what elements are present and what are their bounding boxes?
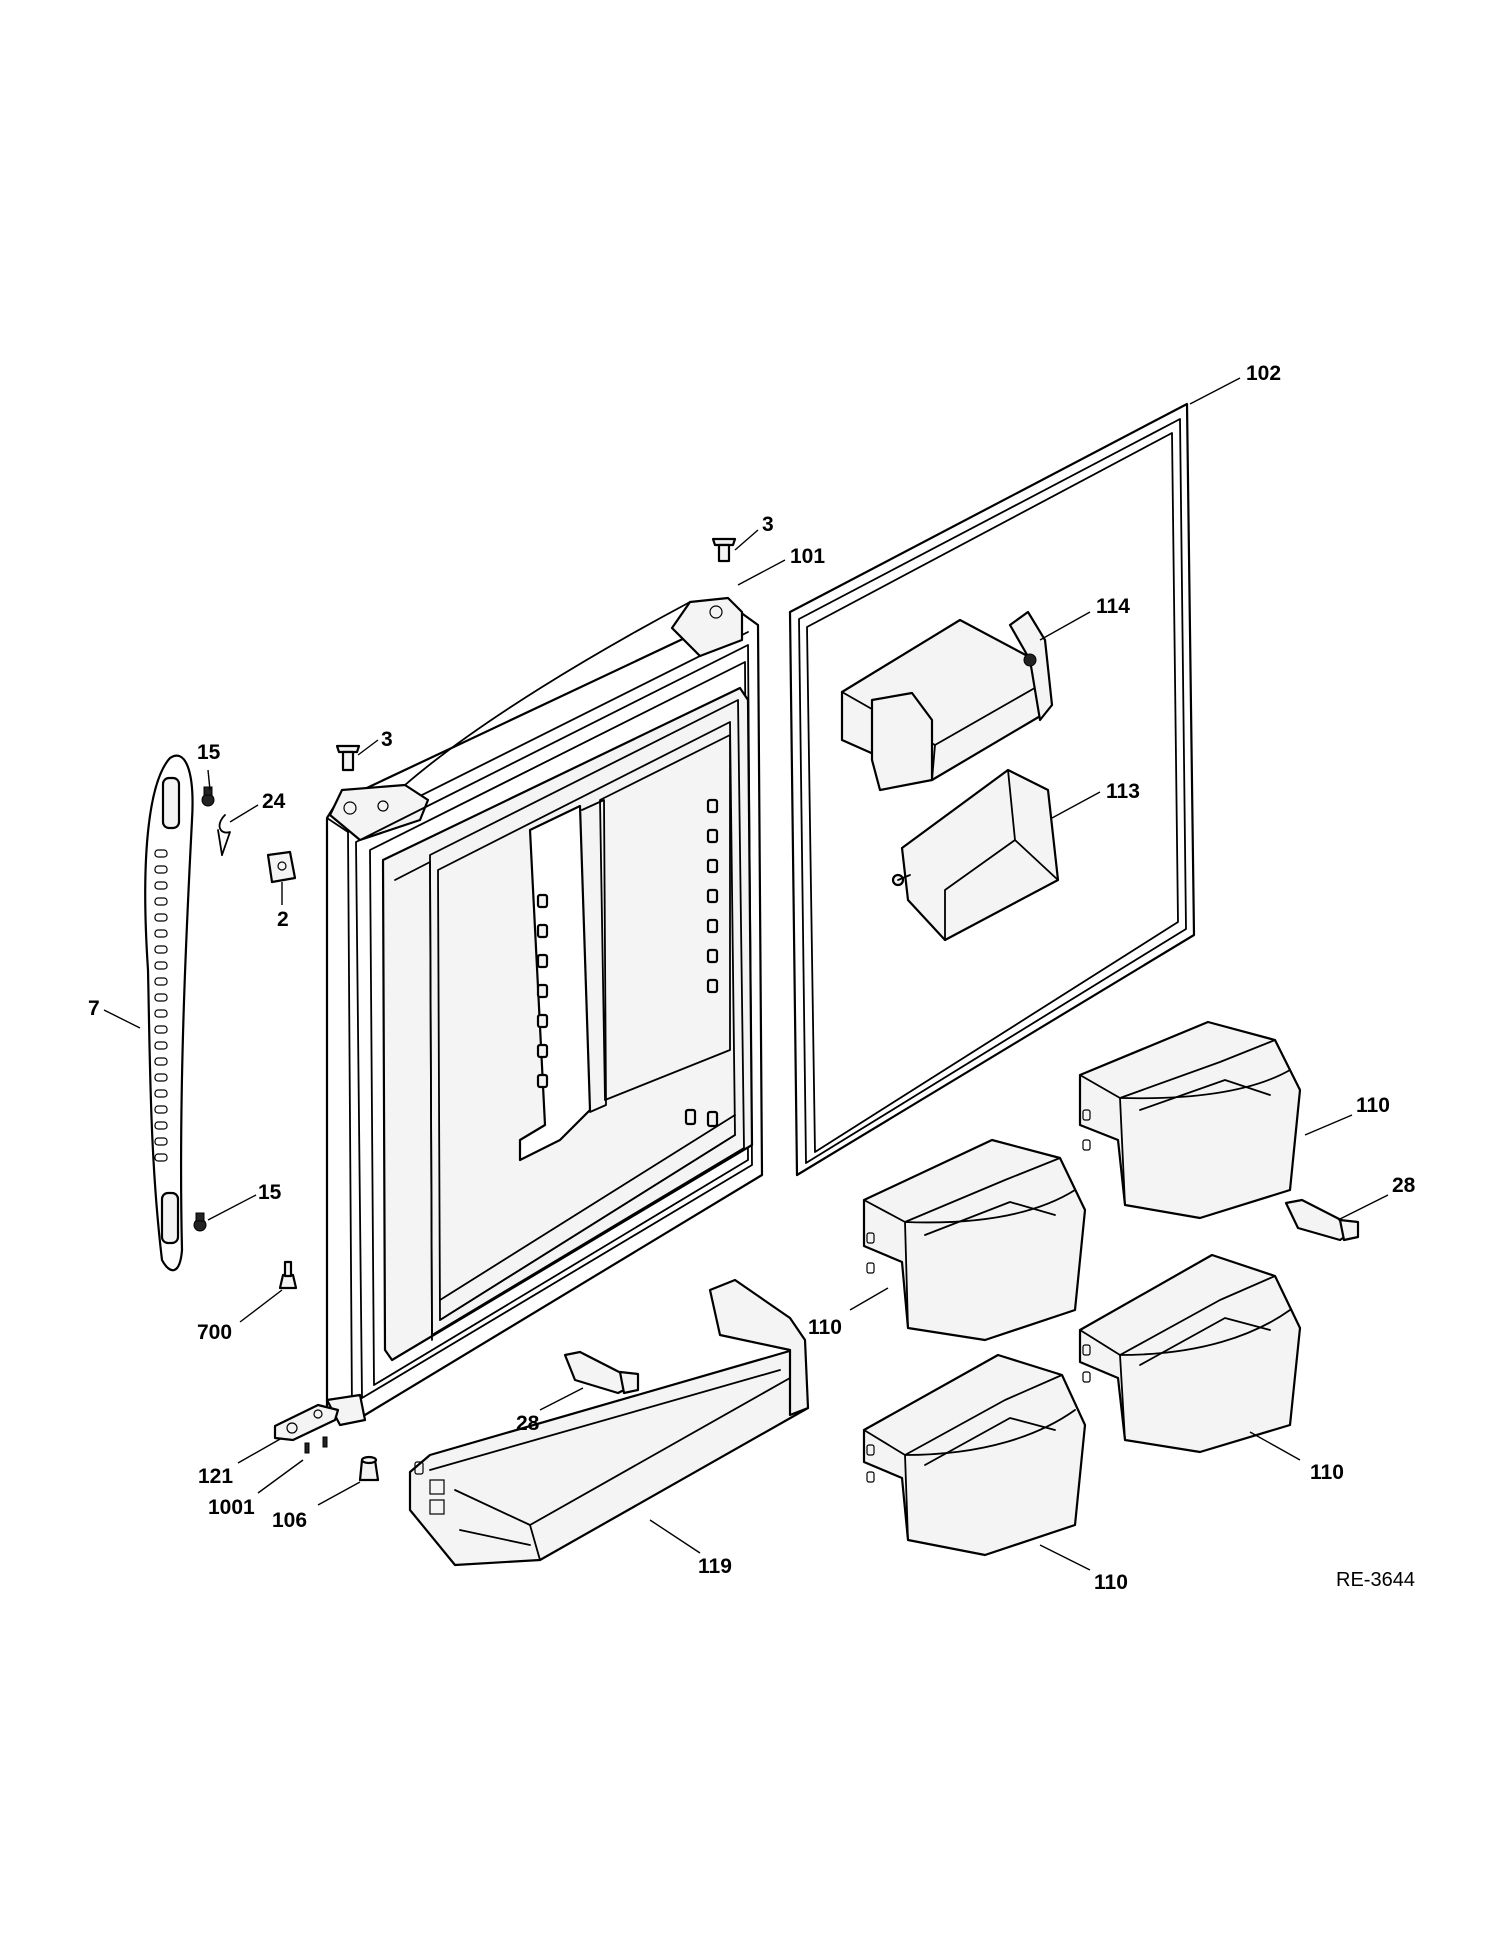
callout-3-top: 3 — [762, 513, 774, 536]
leader-lines — [103, 377, 1389, 1571]
callout-3-left: 3 — [381, 728, 393, 751]
callout-1001: 1001 — [208, 1496, 255, 1519]
handle-clip-24 — [217, 814, 231, 856]
screw-15-top — [201, 786, 215, 807]
screw-1001 — [304, 1436, 328, 1454]
drawing-reference: RE-3644 — [1336, 1569, 1415, 1591]
spacer-2 — [266, 850, 297, 884]
bin-divider-28-right — [1284, 1198, 1360, 1242]
callout-102: 102 — [1246, 362, 1281, 385]
callout-121: 121 — [198, 1465, 233, 1488]
callout-24: 24 — [262, 790, 286, 813]
door-handle-7 — [144, 754, 194, 1272]
screw-3-left — [335, 744, 361, 772]
screw-3-top — [711, 537, 737, 563]
callout-110-d: 110 — [1094, 1571, 1128, 1594]
callout-110-a: 110 — [1356, 1094, 1390, 1117]
callout-7: 7 — [88, 997, 100, 1020]
callout-labels: 102 3 101 114 113 3 15 24 2 7 15 700 110… — [88, 362, 1416, 1594]
callout-700: 700 — [197, 1321, 232, 1344]
hinge-pin-700 — [278, 1260, 298, 1290]
door-bin-113 — [891, 768, 1060, 942]
callout-110-b: 110 — [808, 1316, 842, 1339]
door-bin-110-d — [862, 1353, 1087, 1557]
shelf-slots-right — [684, 798, 719, 1128]
callout-15-bottom: 15 — [258, 1181, 282, 1204]
callout-28-mid: 28 — [516, 1412, 540, 1435]
door-bin-110-c — [1078, 1253, 1302, 1454]
bushing-106 — [358, 1455, 380, 1482]
bin-divider-28-mid — [563, 1350, 640, 1395]
hinge-plate-121 — [273, 1403, 340, 1442]
lower-door-bin-119 — [408, 1278, 810, 1567]
handle-grip-slots — [154, 849, 168, 1162]
callout-119: 119 — [698, 1555, 732, 1578]
shelf-slots-left — [536, 893, 549, 1089]
door-bin-110-b — [862, 1138, 1087, 1342]
screw-15-bottom — [193, 1212, 207, 1232]
callout-2: 2 — [277, 908, 289, 931]
callout-113: 113 — [1106, 780, 1140, 803]
callout-15-top: 15 — [197, 741, 221, 764]
door-assembly-101 — [325, 596, 764, 1427]
callout-28-right: 28 — [1392, 1174, 1416, 1197]
callout-101: 101 — [790, 545, 825, 568]
callout-106: 106 — [272, 1509, 307, 1532]
door-bin-110-a — [1078, 1020, 1302, 1220]
callout-114: 114 — [1096, 595, 1130, 618]
callout-110-c: 110 — [1310, 1461, 1344, 1484]
